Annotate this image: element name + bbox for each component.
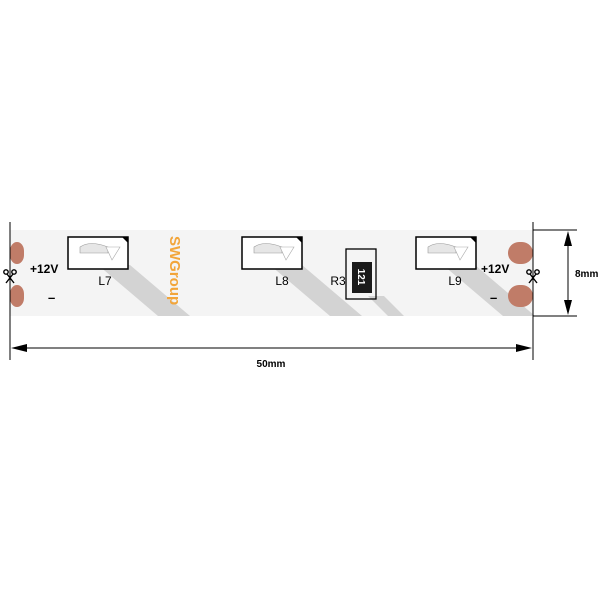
scissors-icon (3, 269, 17, 284)
resistor-label: R3 (330, 274, 346, 288)
arrow-up (564, 231, 572, 246)
led-l9 (415, 236, 477, 270)
arrow-right (516, 344, 532, 352)
arrow-left (11, 344, 27, 352)
brand-logo: SWGroup (166, 236, 183, 305)
solder-pad-left-top (10, 242, 24, 264)
resistor-marking: 121 (355, 269, 366, 286)
led-shadow (98, 265, 190, 316)
length-label: 50mm (257, 359, 286, 370)
led-label-l8: L8 (275, 274, 289, 288)
voltage-plus-left: +12V (30, 262, 58, 276)
solder-pad-left-bottom (10, 285, 24, 307)
resistor-r3: 121 (345, 248, 377, 300)
solder-pad-right-bottom (508, 285, 533, 307)
voltage-plus-right: +12V (481, 262, 509, 276)
led-label-l7: L7 (98, 274, 112, 288)
voltage-minus-right: – (490, 290, 497, 305)
scissors-icon (526, 269, 540, 284)
led-label-l9: L9 (448, 274, 462, 288)
led-l7 (67, 236, 129, 270)
solder-pad-right-top (508, 242, 533, 264)
led-shadow (270, 265, 362, 316)
voltage-minus-left: – (48, 290, 55, 305)
led-l8 (241, 236, 303, 270)
resistor-shadow (368, 296, 404, 316)
width-label: 8mm (575, 269, 598, 280)
arrow-down (564, 300, 572, 315)
